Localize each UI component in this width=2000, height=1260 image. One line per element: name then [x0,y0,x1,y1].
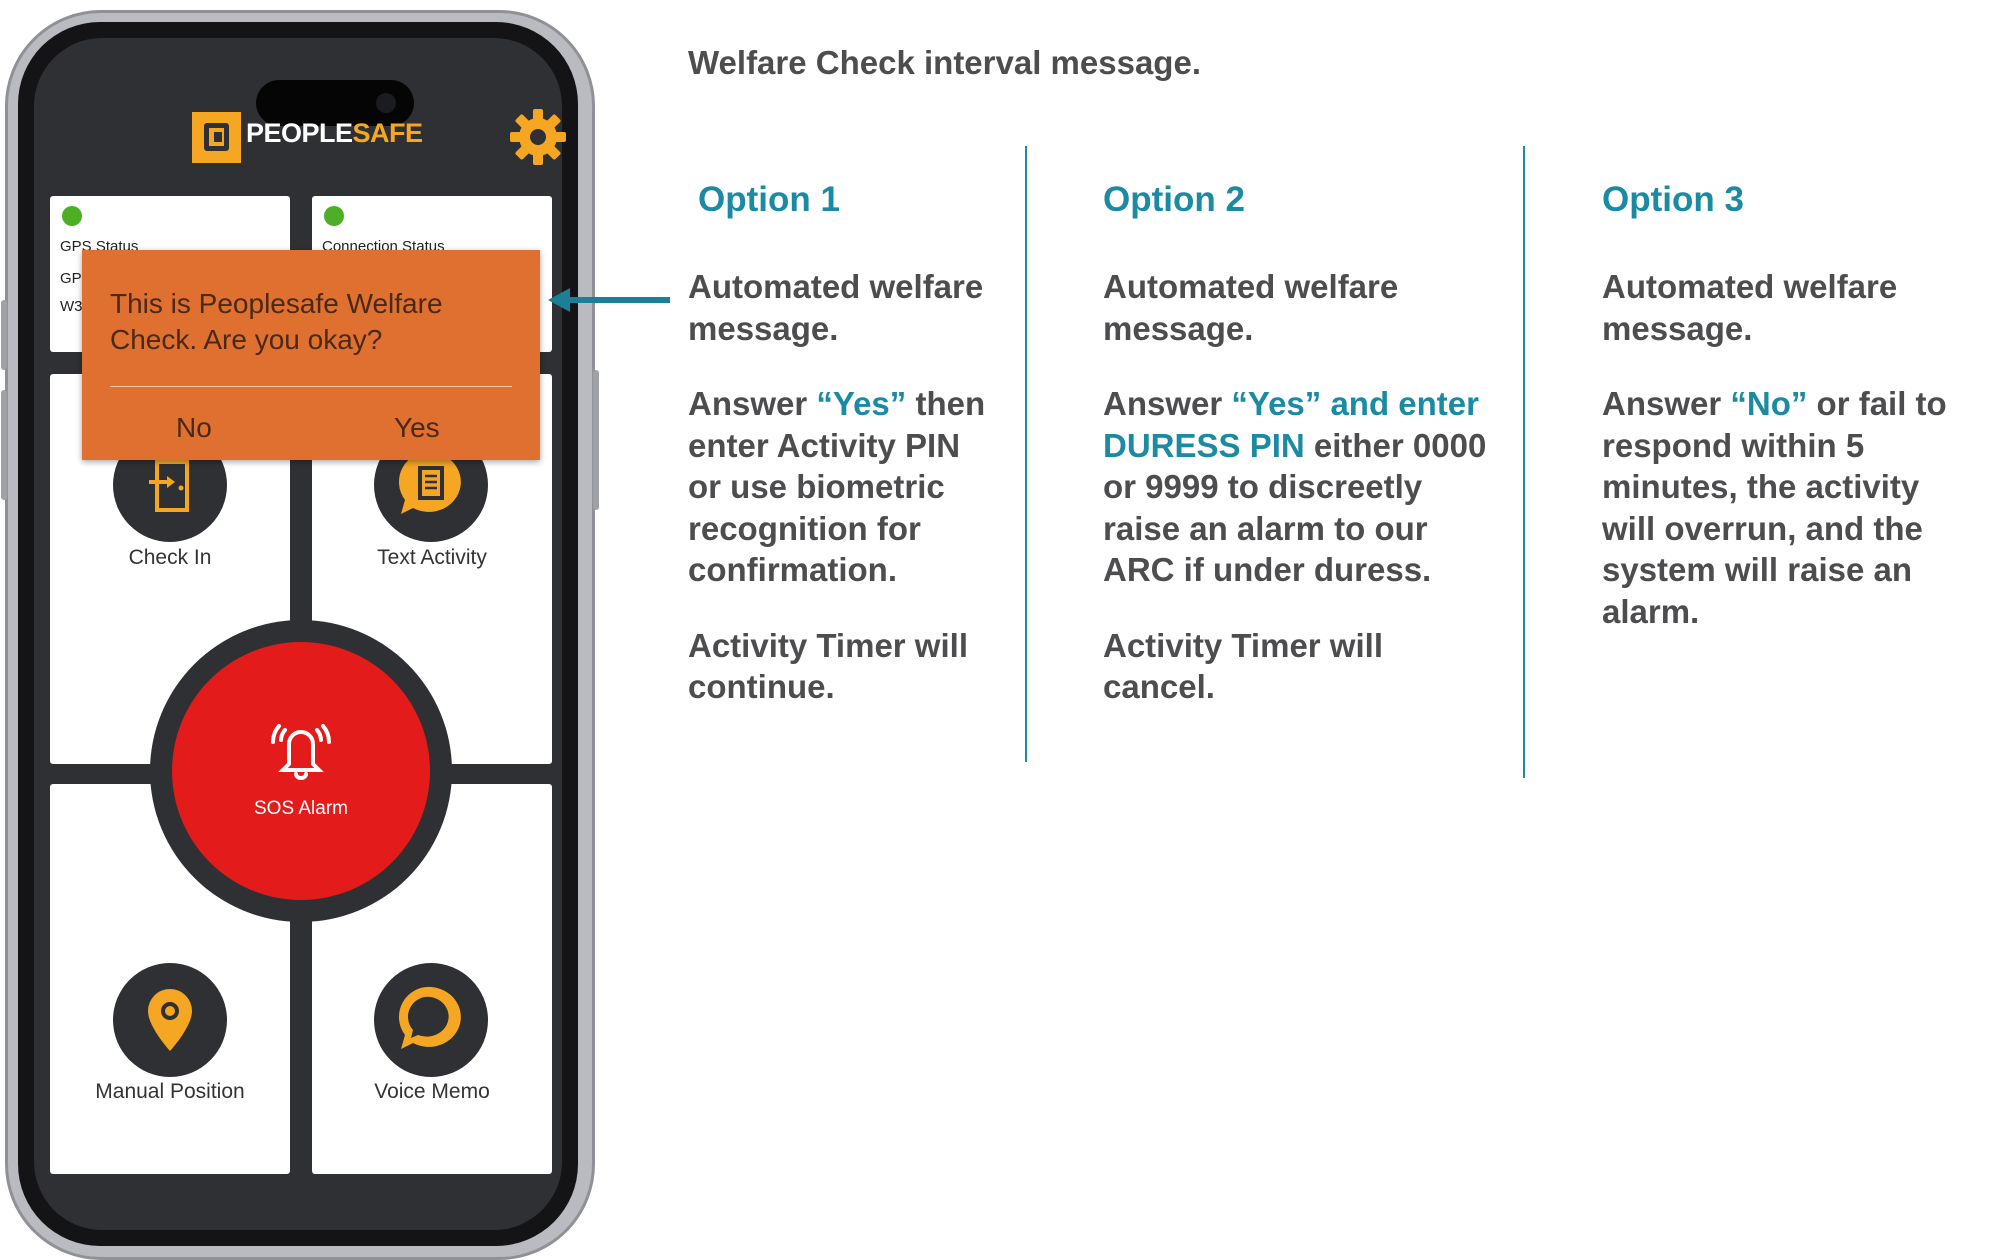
text-activity-label: Text Activity [377,546,487,569]
option-2-title: Option 2 [1103,180,1245,219]
option-2-answer: Answer “Yes” and enter DURESS PIN either… [1103,385,1487,588]
sos-alarm-button[interactable] [172,642,430,900]
phone-power-button [593,370,599,510]
gps-status-dot [62,206,82,226]
phone-volume-button [1,390,7,500]
option-3-title: Option 3 [1602,180,1744,219]
chat-bubble-icon [398,986,461,1049]
option-2-timer: Activity Timer will cancel. [1103,626,1383,706]
dialog-divider [110,386,512,387]
check-in-label: Check In [128,546,212,569]
brand-name: PEOPLESAFE [246,118,423,148]
voice-memo-label: Voice Memo [374,1080,490,1103]
dialog-message: This is Peoplesafe Welfare Check. Are yo… [110,288,443,355]
welfare-check-dialog: This is Peoplesafe Welfare Check. Are yo… [82,250,540,460]
map-pin-icon [148,989,192,1051]
manual-position-button[interactable] [113,963,227,1077]
option-2-intro: Automated welfare message. [1103,268,1399,347]
gps-status-detail: GP [60,270,82,287]
option-3-body: Automated welfare message. Answer “No” o… [1602,266,1972,666]
page-title: Welfare Check interval message. [688,44,1201,81]
column-divider [1523,146,1525,778]
option-3-intro: Automated welfare message. [1602,268,1898,347]
pointer-arrow-line [566,297,670,303]
gps-status-detail-2: W3 [60,298,83,315]
document-chat-icon [398,451,461,514]
voice-memo-button[interactable] [374,963,488,1077]
dynamic-island [256,80,414,126]
option-1-intro: Automated welfare message. [688,268,984,347]
sos-alarm-label: SOS Alarm [254,798,348,819]
pointer-arrow-icon [548,288,570,312]
option-1-title: Option 1 [698,180,840,219]
option-1-answer: Answer “Yes” then enter Activity PIN or … [688,385,986,588]
gear-icon[interactable] [508,107,568,167]
column-divider [1025,146,1027,762]
connection-status-dot [324,206,344,226]
option-1-timer: Activity Timer will continue. [688,626,968,706]
option-2-body: Automated welfare message. Answer “Yes” … [1103,266,1493,742]
option-1-body: Automated welfare message. Answer “Yes” … [688,266,998,742]
phone-side-button [1,300,7,370]
manual-position-label: Manual Position [95,1080,245,1103]
door-icon [149,460,189,512]
alarm-bell-icon [270,724,332,780]
dialog-yes-button[interactable]: Yes [394,412,440,443]
peoplesafe-logo-icon [192,112,241,163]
option-3-answer: Answer “No” or fail to respond within 5 … [1602,385,1947,630]
dialog-no-button[interactable]: No [176,412,212,443]
